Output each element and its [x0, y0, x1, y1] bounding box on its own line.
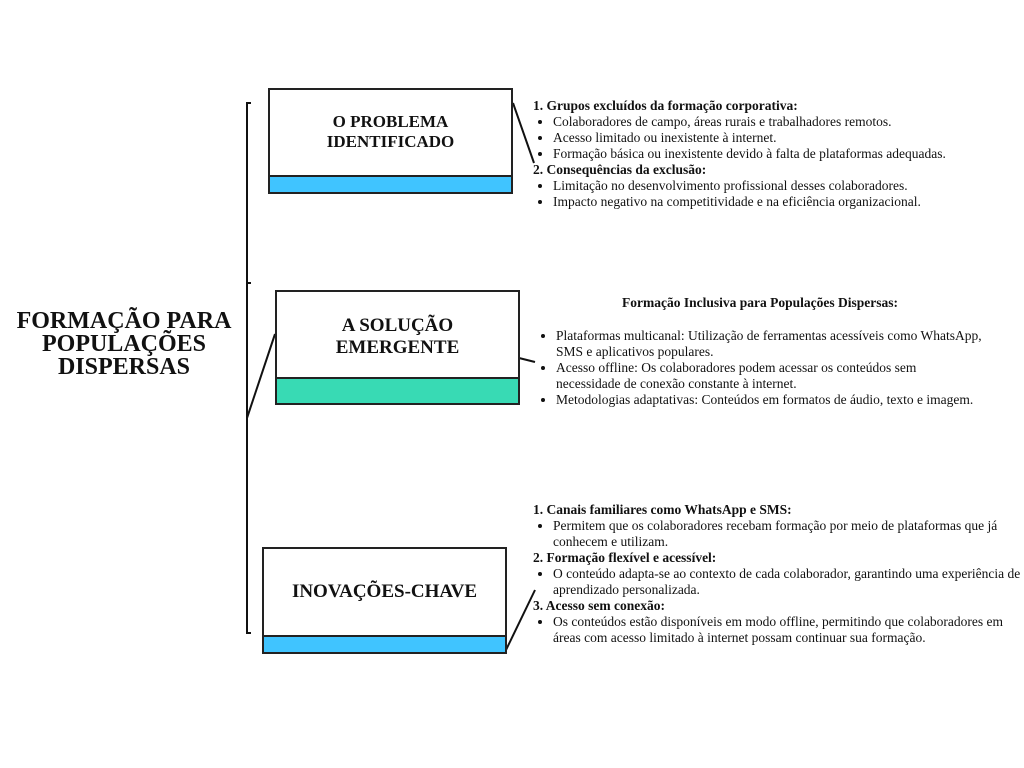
main-title: FORMAÇÃO PARA POPULAÇÕES DISPERSAS	[16, 308, 232, 380]
group-heading: 2. Formação flexível e acessível:	[533, 550, 717, 565]
problem-details: 1. Grupos excluídos da formação corporat…	[533, 98, 1013, 210]
list-item: Acesso offline: Os colaboradores podem a…	[556, 360, 984, 392]
list-item: Os conteúdos estão disponíveis em modo o…	[553, 614, 1021, 646]
connector-solution-to-text	[518, 357, 536, 363]
solution-heading: Formação Inclusiva para Populações Dispe…	[622, 295, 898, 310]
group-heading: 1. Grupos excluídos da formação corporat…	[533, 98, 798, 113]
list-item: Permitem que os colaboradores recebam fo…	[553, 518, 1021, 550]
connector-problem-to-text	[512, 102, 535, 164]
problem-color-bar	[268, 175, 513, 194]
list-item: Acesso limitado ou inexistente à interne…	[553, 130, 1013, 146]
list-item: Plataformas multicanal: Utilização de fe…	[556, 328, 984, 360]
list-item: O conteúdo adapta-se ao contexto de cada…	[553, 566, 1021, 598]
innovations-label: INOVAÇÕES-CHAVE	[291, 581, 478, 602]
solution-label: A SOLUÇÃO EMERGENTE	[335, 315, 460, 358]
problem-box: O PROBLEMA IDENTIFICADO	[268, 88, 513, 177]
group-heading: 2. Consequências da exclusão:	[533, 162, 707, 177]
innovations-details: 1. Canais familiares como WhatsApp e SMS…	[533, 502, 1021, 646]
solution-box: A SOLUÇÃO EMERGENTE	[275, 290, 520, 379]
list-item: Formação básica ou inexistente devido à …	[553, 146, 1013, 162]
list-item: Impacto negativo na competitividade e na…	[553, 194, 1013, 210]
group-heading: 1. Canais familiares como WhatsApp e SMS…	[533, 502, 792, 517]
list-item: Limitação no desenvolvimento profissiona…	[553, 178, 1013, 194]
innovations-box: INOVAÇÕES-CHAVE	[262, 547, 507, 637]
connector-innovations-to-text	[505, 589, 536, 651]
solution-color-bar	[275, 377, 520, 405]
main-bracket	[246, 102, 251, 634]
group-heading: 3. Acesso sem conexão:	[533, 598, 665, 613]
list-item: Colaboradores de campo, áreas rurais e t…	[553, 114, 1013, 130]
list-item: Metodologias adaptativas: Conteúdos em f…	[556, 392, 984, 408]
innovations-color-bar	[262, 635, 507, 654]
problem-label: O PROBLEMA IDENTIFICADO	[326, 112, 455, 151]
solution-details: Formação Inclusiva para Populações Dispe…	[536, 295, 984, 408]
connector-main-to-solution	[246, 333, 276, 419]
